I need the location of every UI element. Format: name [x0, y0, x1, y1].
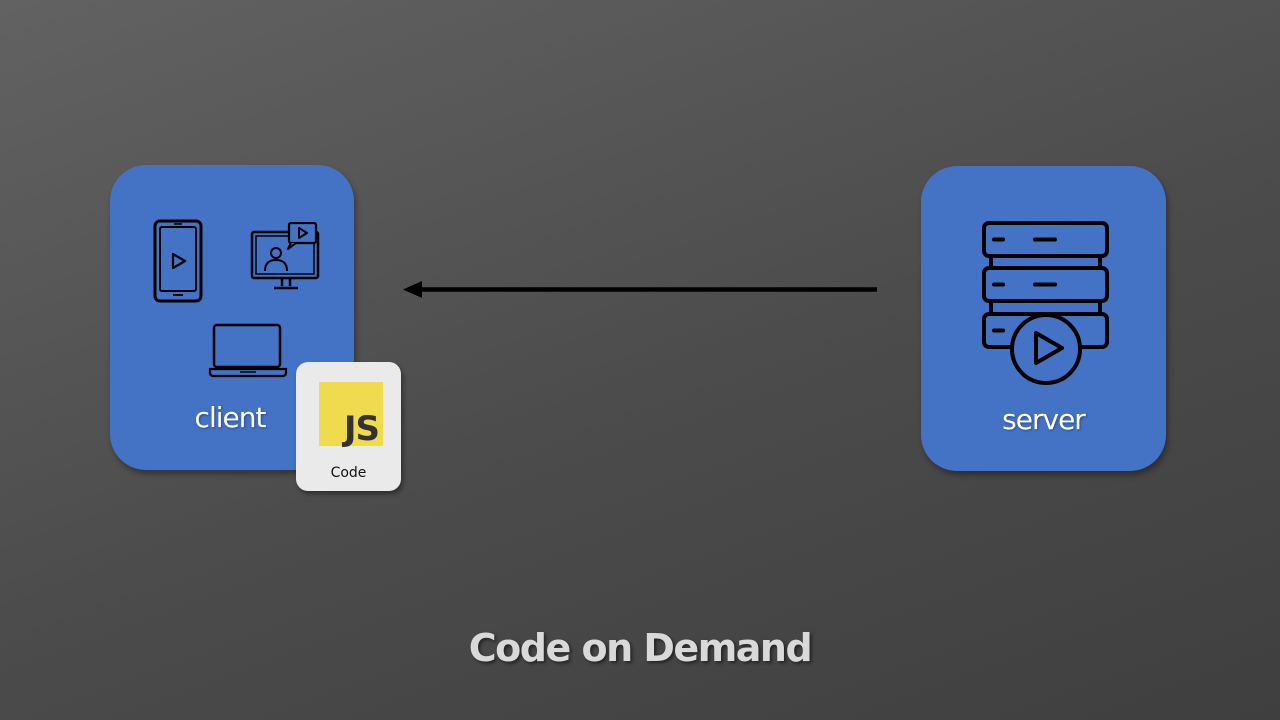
- server-node: server: [921, 166, 1166, 471]
- monitor-video-call-icon: [250, 222, 320, 290]
- js-logo-text: JS: [343, 409, 380, 449]
- server-stack-play-icon: [982, 221, 1109, 385]
- client-label: client: [194, 401, 267, 434]
- server-to-client-arrow: [403, 281, 877, 298]
- javascript-logo-icon: JS: [319, 382, 383, 446]
- diagram-title: Code on Demand: [468, 626, 813, 670]
- code-card: JS Code: [296, 362, 401, 491]
- server-label: server: [1002, 403, 1086, 436]
- smartphone-play-icon: [153, 219, 203, 303]
- code-label: Code: [330, 465, 367, 481]
- client-node: client: [110, 165, 354, 470]
- laptop-icon: [208, 323, 288, 378]
